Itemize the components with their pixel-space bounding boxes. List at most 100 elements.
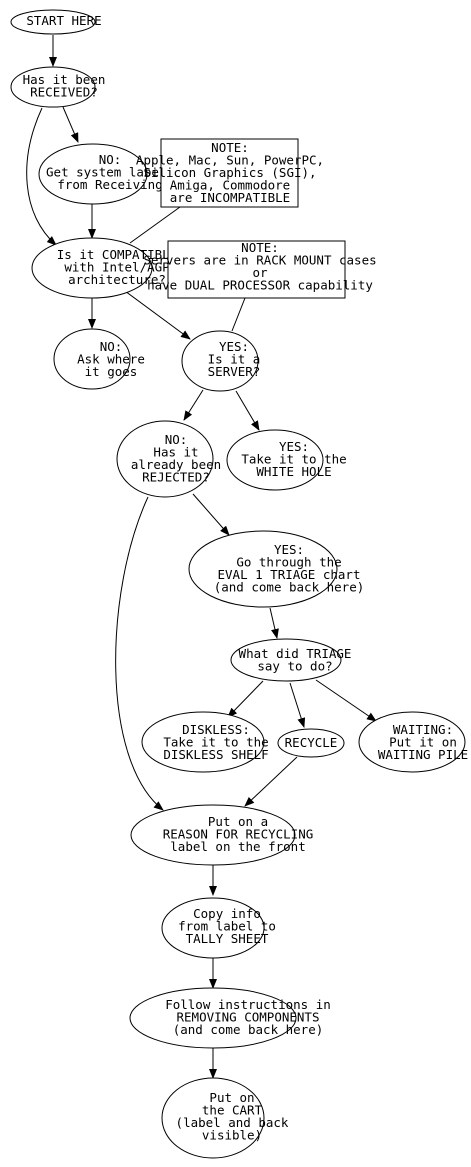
node-label-line: are INCOMPATIBLE bbox=[170, 190, 290, 205]
node-label-line: DISKLESS: bbox=[182, 722, 250, 737]
node-label-line: it goes bbox=[85, 364, 138, 379]
node-label-line: Ask where bbox=[77, 352, 145, 367]
node-label-line: YES: bbox=[279, 439, 309, 454]
node-label-line: Amiga, Commodore bbox=[170, 178, 290, 193]
node-label-line: NO: bbox=[165, 432, 188, 447]
node-label-line: WAITING PILE bbox=[378, 747, 468, 762]
node-label-line: DISKLESS SHELF bbox=[163, 747, 268, 762]
node-label-line: What did TRIAGE bbox=[239, 646, 352, 661]
node-label-line: Take it to the bbox=[163, 735, 268, 750]
edge-note-incompatible-compatible bbox=[129, 206, 181, 244]
node-label-line: or bbox=[252, 265, 268, 280]
node-label-line: NOTE: bbox=[241, 240, 279, 255]
node-label-line: NO: bbox=[100, 339, 123, 354]
node-label-line: Get system labels bbox=[46, 165, 174, 180]
edge-triage-recycle bbox=[289, 682, 306, 728]
node-label-line: Is it COMPATIBLE bbox=[57, 247, 177, 262]
node-label-line: Put it on bbox=[389, 735, 457, 750]
node-label-line: (label and back bbox=[176, 1115, 289, 1130]
node-label-line: Put on a bbox=[208, 814, 268, 829]
node-label-line: REJECTED? bbox=[142, 470, 210, 485]
node-label-line: Go through the bbox=[236, 555, 341, 570]
node-label-line: Put on bbox=[209, 1090, 254, 1105]
node-label-line: YES: bbox=[274, 542, 304, 557]
node-label-line: (and come back here) bbox=[173, 1022, 324, 1037]
node-label-line: Apple, Mac, Sun, PowerPC, bbox=[136, 153, 324, 168]
edge-triage-waiting bbox=[315, 679, 377, 722]
node-start: START HERE bbox=[10, 9, 102, 35]
node-label-line: RECYCLE bbox=[285, 735, 338, 750]
note-incompatible: NOTE:Apple, Mac, Sun, PowerPC,Silicon Gr… bbox=[136, 138, 324, 208]
note-incompatible-label: NOTE:Apple, Mac, Sun, PowerPC,Silicon Gr… bbox=[136, 140, 324, 205]
edge-triage-diskless bbox=[227, 680, 264, 718]
edge-rejected-reason bbox=[115, 496, 164, 811]
node-label-line: (and come back here) bbox=[214, 580, 365, 595]
node-label-line: TALLY SHEET bbox=[186, 931, 269, 946]
node-label-line: SERVER? bbox=[208, 364, 261, 379]
node-label-line: RECEIVED? bbox=[30, 85, 98, 100]
node-label-line: from Receiving bbox=[57, 177, 162, 192]
node-label-line: NO: bbox=[99, 152, 122, 167]
node-label-line: from label to bbox=[178, 919, 276, 934]
node-label-line: Silicon Graphics (SGI), bbox=[143, 165, 316, 180]
node-label-line: Is it a bbox=[208, 352, 261, 367]
node-recycle-label: RECYCLE bbox=[285, 735, 338, 750]
edge-eval-triage bbox=[269, 607, 279, 639]
node-label-line: architecture? bbox=[68, 272, 166, 287]
node-recycle: RECYCLE bbox=[277, 728, 345, 758]
node-label-line: already been bbox=[131, 457, 221, 472]
node-label-line: Has it bbox=[153, 445, 198, 460]
edge-server-white-hole bbox=[235, 390, 260, 431]
node-start-label: START HERE bbox=[26, 13, 101, 28]
node-label-line: say to do? bbox=[257, 659, 332, 674]
node-label-line: Servers are in RACK MOUNT cases bbox=[143, 253, 376, 268]
node-label-line: NOTE: bbox=[211, 140, 249, 155]
node-label-line: label on the front bbox=[170, 839, 305, 854]
edge-received-no-labels bbox=[62, 106, 79, 143]
edge-rejected-eval bbox=[192, 493, 230, 536]
node-label-line: REMOVING COMPONENTS bbox=[177, 1010, 320, 1025]
node-label-line: REASON FOR RECYCLING bbox=[163, 827, 314, 842]
node-label-line: have DUAL PROCESSOR capability bbox=[147, 278, 373, 293]
edge-recycle-reason bbox=[244, 756, 298, 807]
edge-server-rejected bbox=[183, 389, 204, 421]
node-label-line: the CART bbox=[202, 1103, 263, 1118]
node-label-line: Take it to the bbox=[241, 452, 346, 467]
node-label-line: with Intel/AGP bbox=[64, 260, 169, 275]
edge-note-servers-server bbox=[231, 297, 246, 332]
node-label-line: START HERE bbox=[26, 13, 101, 28]
node-label-line: visible) bbox=[202, 1128, 262, 1143]
node-label-line: WAITING: bbox=[393, 722, 453, 737]
